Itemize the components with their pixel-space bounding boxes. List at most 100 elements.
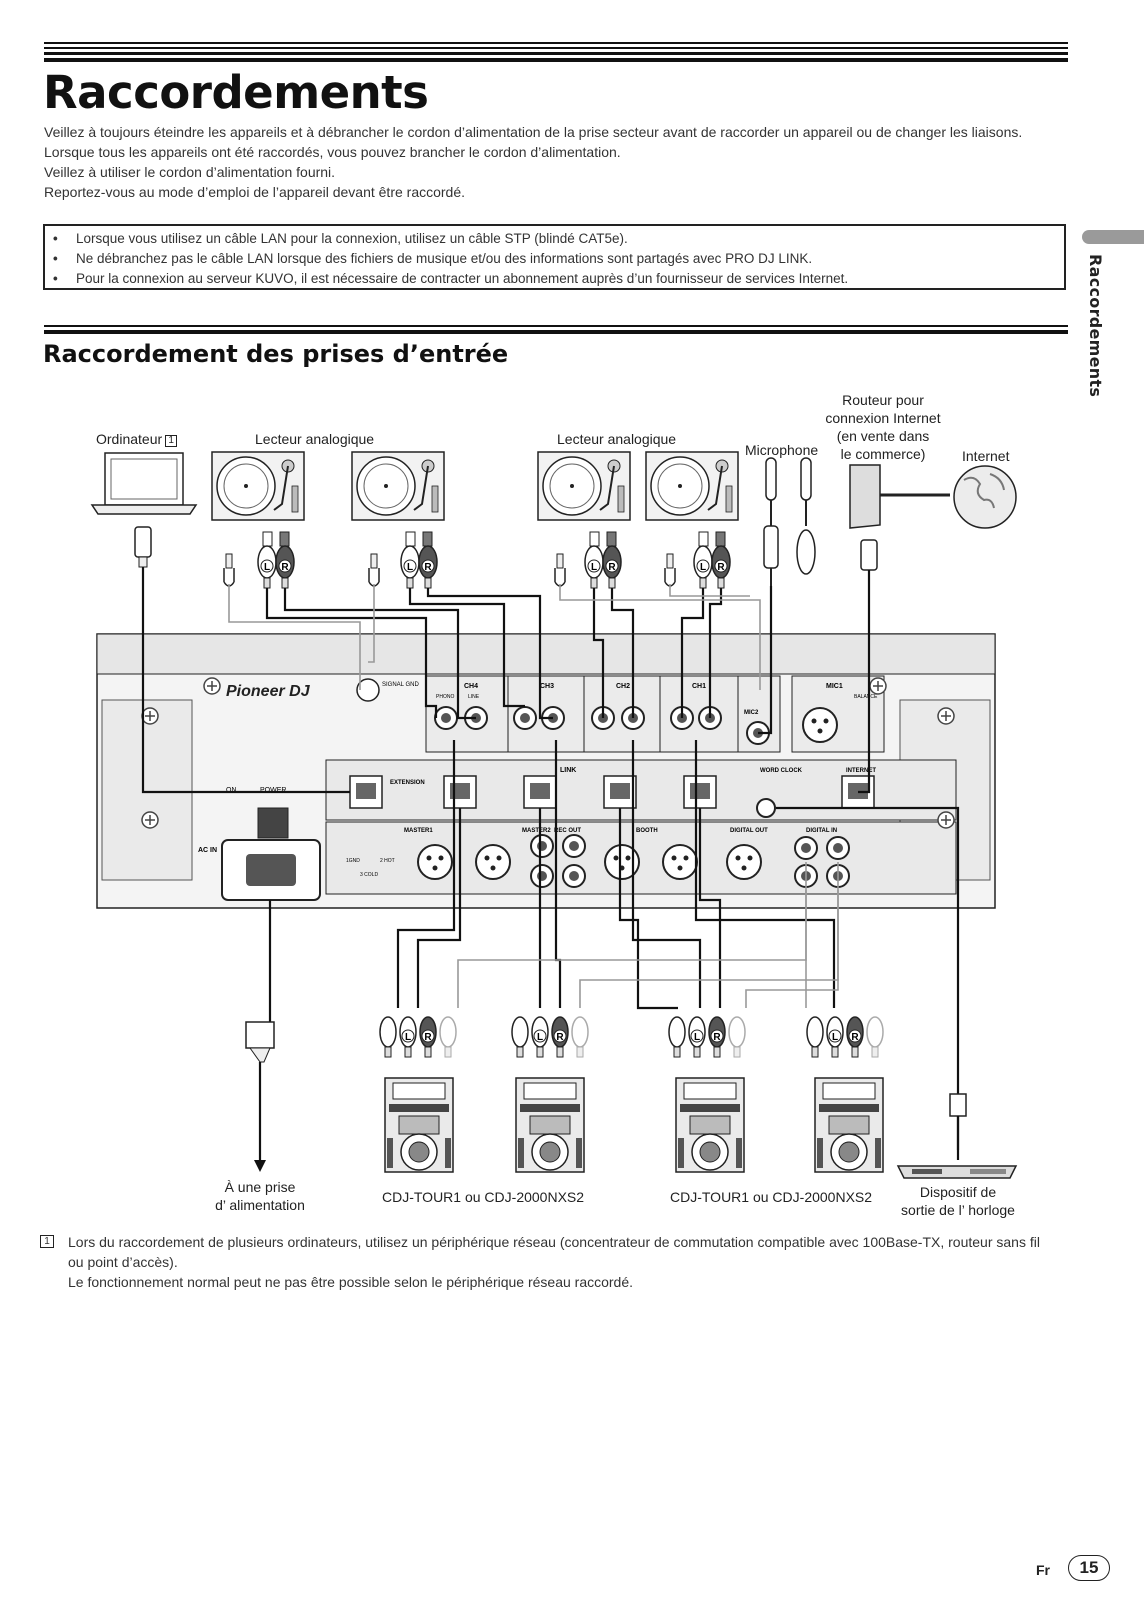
screw-icon xyxy=(937,707,955,725)
digital-in-label: DIGITAL IN xyxy=(806,828,837,834)
cdj-label: CDJ-TOUR1 ou CDJ-2000NXS2 xyxy=(670,1189,873,1205)
mic2-label: MIC2 xyxy=(744,710,759,716)
ground-spade-icon xyxy=(554,553,566,587)
word-clock-bnc-jack xyxy=(756,798,776,818)
side-tab-label: Raccordements xyxy=(1086,254,1105,398)
digital-in-jack xyxy=(794,836,818,860)
booth-xlr-jack xyxy=(662,844,698,880)
microphone-icon xyxy=(796,457,816,575)
footnote-text: Lors du raccordement de plusieurs ordina… xyxy=(68,1234,1040,1270)
cdj-label: CDJ-TOUR1 ou CDJ-2000NXS2 xyxy=(382,1189,585,1205)
intro-paragraph: Reportez-vous au mode d’emploi de l’appa… xyxy=(44,184,466,200)
digital-out-label: DIGITAL OUT xyxy=(730,828,768,834)
master2-jack xyxy=(530,834,554,858)
microphone-icon xyxy=(763,457,779,586)
pin-info-label: 1GND xyxy=(346,858,360,864)
screw-icon xyxy=(937,811,955,829)
language-code: Fr xyxy=(1036,1562,1050,1578)
mic1-label: MIC1 xyxy=(826,683,843,690)
intro-paragraph: Veillez à toujours éteindre les appareil… xyxy=(44,124,1023,140)
pin-info-label: 2 HOT xyxy=(380,858,395,864)
notes-box: Lorsque vous utilisez un câble LAN pour … xyxy=(43,224,1066,290)
mic1-xlr-jack xyxy=(802,707,838,743)
phono-label: PHONO xyxy=(436,694,454,700)
master2-jack xyxy=(530,864,554,888)
link-lan-port xyxy=(603,775,637,809)
signal-gnd-terminal xyxy=(356,678,380,702)
cdj-player-icon xyxy=(515,1077,585,1173)
screw-icon xyxy=(203,677,221,695)
word-clock-label: WORD CLOCK xyxy=(760,768,803,774)
link-lan-port xyxy=(443,775,477,809)
section-rule xyxy=(44,325,1068,327)
rec-out-label: REC OUT xyxy=(554,828,581,834)
ac-in-label: AC IN xyxy=(198,847,217,854)
extension-lan-port xyxy=(349,775,383,809)
globe-icon xyxy=(953,465,1017,529)
ground-spade-icon xyxy=(223,553,235,587)
lan-plug-icon xyxy=(134,526,152,568)
rca-plug-pair-icon xyxy=(257,531,295,589)
cdj-player-icon xyxy=(384,1077,454,1173)
clock-device-icon xyxy=(896,1093,1018,1179)
section-title: Raccordement des prises d’entrée xyxy=(43,340,509,368)
power-outlet-label: À une prise d’ alimentation xyxy=(215,1179,305,1213)
laptop-icon xyxy=(90,452,198,515)
screw-icon xyxy=(869,677,887,695)
footnote: 1 Lors du raccordement de plusieurs ordi… xyxy=(40,1232,1050,1292)
microphone-label: Microphone xyxy=(745,442,819,458)
ch3-label: CH3 xyxy=(540,683,554,690)
mixer-rear-panel xyxy=(96,633,996,909)
phono-jack xyxy=(434,706,458,730)
audio-cables xyxy=(141,567,960,1150)
page-number: 15 xyxy=(1068,1555,1110,1581)
clock-device-label: Dispositif de sortie de l’ horloge xyxy=(901,1184,1015,1218)
intro-paragraph: Lorsque tous les appareils ont été racco… xyxy=(44,144,621,160)
output-plugs-icon xyxy=(511,1016,589,1058)
digital-in-jack xyxy=(826,836,850,860)
master1-xlr-jack xyxy=(475,844,511,880)
signal-gnd-label: SIGNAL GND xyxy=(382,682,419,688)
digital-out-xlr-jack xyxy=(726,844,762,880)
side-tab-marker xyxy=(1082,230,1144,244)
intro-paragraph: Veillez à utiliser le cordon d’alimentat… xyxy=(44,164,336,180)
turntable-icon xyxy=(537,451,631,521)
internet-label: Internet xyxy=(962,448,1010,464)
balance-label: BALANCE xyxy=(854,694,878,700)
master2-label: MASTER2 xyxy=(522,828,551,834)
router-label: Routeur pour connexion Internet (en vent… xyxy=(825,392,941,462)
ground-spade-icon xyxy=(368,553,380,587)
turntable-label: Lecteur analogique xyxy=(557,431,677,447)
rca-plug-pair-icon xyxy=(584,531,622,589)
note-item: Pour la connexion au serveur KUVO, il es… xyxy=(53,269,1056,289)
footnote-ref-marker: 1 xyxy=(165,435,178,447)
pin-info-label: 3 COLD xyxy=(360,872,378,878)
power-label: POWER xyxy=(260,787,286,794)
brand-logo: Pioneer DJ xyxy=(226,683,311,700)
power-plug-icon xyxy=(245,1021,275,1172)
output-plugs-icon xyxy=(806,1016,884,1058)
line-label: LINE xyxy=(468,694,480,700)
output-plugs-icon xyxy=(379,1016,457,1058)
booth-label: BOOTH xyxy=(636,828,658,834)
rca-plug-pair-icon xyxy=(693,531,731,589)
ch4-label: CH4 xyxy=(464,683,478,690)
phono-jack xyxy=(513,706,537,730)
turntable-icon xyxy=(645,451,739,521)
turntable-icon xyxy=(351,451,445,521)
footnote-text: Le fonctionnement normal peut ne pas êtr… xyxy=(68,1274,634,1290)
note-item: Lorsque vous utilisez un câble LAN pour … xyxy=(53,229,1056,249)
link-lan-port xyxy=(523,775,557,809)
internet-port-label: INTERNET xyxy=(846,768,876,774)
intro-text: Veillez à toujours éteindre les appareil… xyxy=(44,122,1074,202)
ch2-label: CH2 xyxy=(616,683,630,690)
page-title: Raccordements xyxy=(43,66,429,119)
footnote-ref-marker: 1 xyxy=(40,1235,54,1248)
note-item: Ne débranchez pas le câble LAN lorsque d… xyxy=(53,249,1056,269)
output-plugs-icon xyxy=(668,1016,746,1058)
cdj-player-icon xyxy=(675,1077,745,1173)
ground-cables xyxy=(228,584,839,1008)
screw-icon xyxy=(141,707,159,725)
